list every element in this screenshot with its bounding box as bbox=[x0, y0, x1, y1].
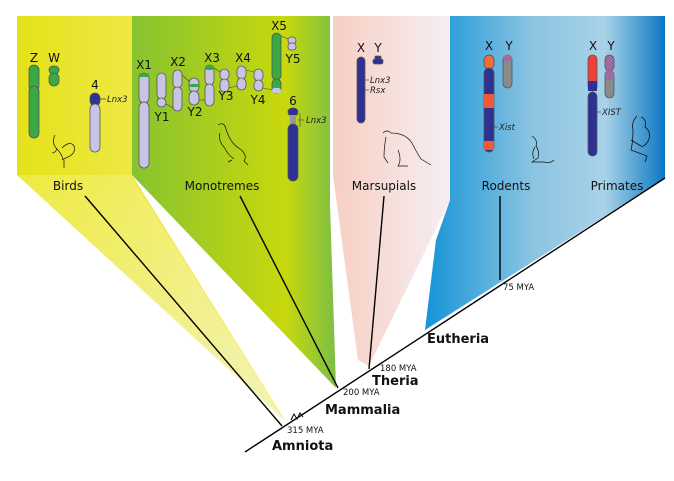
gene-label: Lnx3 bbox=[306, 116, 327, 126]
chromosome-label: Y bbox=[606, 39, 615, 53]
pregnant-woman-icon bbox=[630, 115, 650, 163]
taxon-label-rodents: Rodents bbox=[482, 179, 531, 193]
monotremes-panel bbox=[132, 16, 336, 388]
clade-label-mammalia: Mammalia bbox=[325, 403, 400, 418]
gene-label: XIST bbox=[601, 108, 622, 118]
chromosome-label: X1 bbox=[136, 58, 152, 72]
taxon-label-marsupials: Marsupials bbox=[352, 179, 416, 193]
rooster-icon bbox=[51, 134, 75, 168]
chromosome-label: Y1 bbox=[154, 110, 170, 124]
chromosome-label: X3 bbox=[204, 51, 220, 65]
node-age-75mya: 75 MYA bbox=[503, 283, 534, 293]
monotremes-chromosomes: X1 Y1 X2 Y2 X3 Y3 X4 Y4 X5 Y5 6 Lnx3 bbox=[136, 19, 327, 182]
clade-label-theria: Theria bbox=[372, 374, 419, 389]
taxon-label-monotremes: Monotremes bbox=[185, 179, 260, 193]
taxon-label-birds: Birds bbox=[53, 179, 83, 193]
chromosome-label: 4 bbox=[91, 78, 99, 92]
birds-chromosomes: Z W 4 Lnx3 bbox=[28, 51, 128, 168]
chromosome-label: Y2 bbox=[187, 105, 203, 119]
rodents-chromosomes: X Y Xist bbox=[483, 39, 555, 164]
clade-label-amniota: Amniota bbox=[272, 439, 333, 454]
node-age-mammalia: 200 MYA bbox=[343, 388, 380, 398]
kangaroo-icon bbox=[382, 130, 432, 167]
chromosome-label: X5 bbox=[271, 19, 287, 33]
node-age-amniota: 315 MYA bbox=[287, 426, 324, 436]
primates-chromosomes: X Y XIST bbox=[587, 39, 650, 163]
chromosome-label: X2 bbox=[170, 55, 186, 69]
gene-label: Xist bbox=[498, 123, 516, 133]
phylogenetic-tree bbox=[84, 177, 666, 453]
chromosome-label: 6 bbox=[289, 94, 297, 108]
taxon-label-primates: Primates bbox=[591, 179, 644, 193]
chromosome-label: Y bbox=[504, 39, 513, 53]
chromosome-label: Z bbox=[30, 51, 38, 65]
chromosome-label: Y bbox=[373, 41, 382, 55]
chromosome-label: Y3 bbox=[218, 89, 234, 103]
chromosome-label: Y4 bbox=[250, 93, 266, 107]
chromosome-label: X bbox=[357, 41, 365, 55]
chromosome-label: X bbox=[485, 39, 493, 53]
clade-label-eutheria: Eutheria bbox=[427, 332, 489, 347]
mouse-icon bbox=[530, 135, 555, 164]
chromosome-label: Y5 bbox=[285, 52, 301, 66]
branch-break-icon bbox=[290, 412, 304, 421]
gene-label: Rsx bbox=[370, 86, 386, 96]
chromosome-label: W bbox=[48, 51, 60, 65]
gene-label: Lnx3 bbox=[107, 95, 128, 105]
birds-panel bbox=[17, 16, 285, 422]
gene-label: Lnx3 bbox=[370, 76, 391, 86]
eutheria-panel bbox=[425, 16, 665, 330]
node-age-theria: 180 MYA bbox=[380, 364, 417, 374]
platypus-icon bbox=[217, 123, 249, 166]
marsupials-chromosomes: X Y Lnx3 Rsx bbox=[356, 41, 432, 167]
chromosome-label: X bbox=[589, 39, 597, 53]
chromosome-label: X4 bbox=[235, 51, 251, 65]
